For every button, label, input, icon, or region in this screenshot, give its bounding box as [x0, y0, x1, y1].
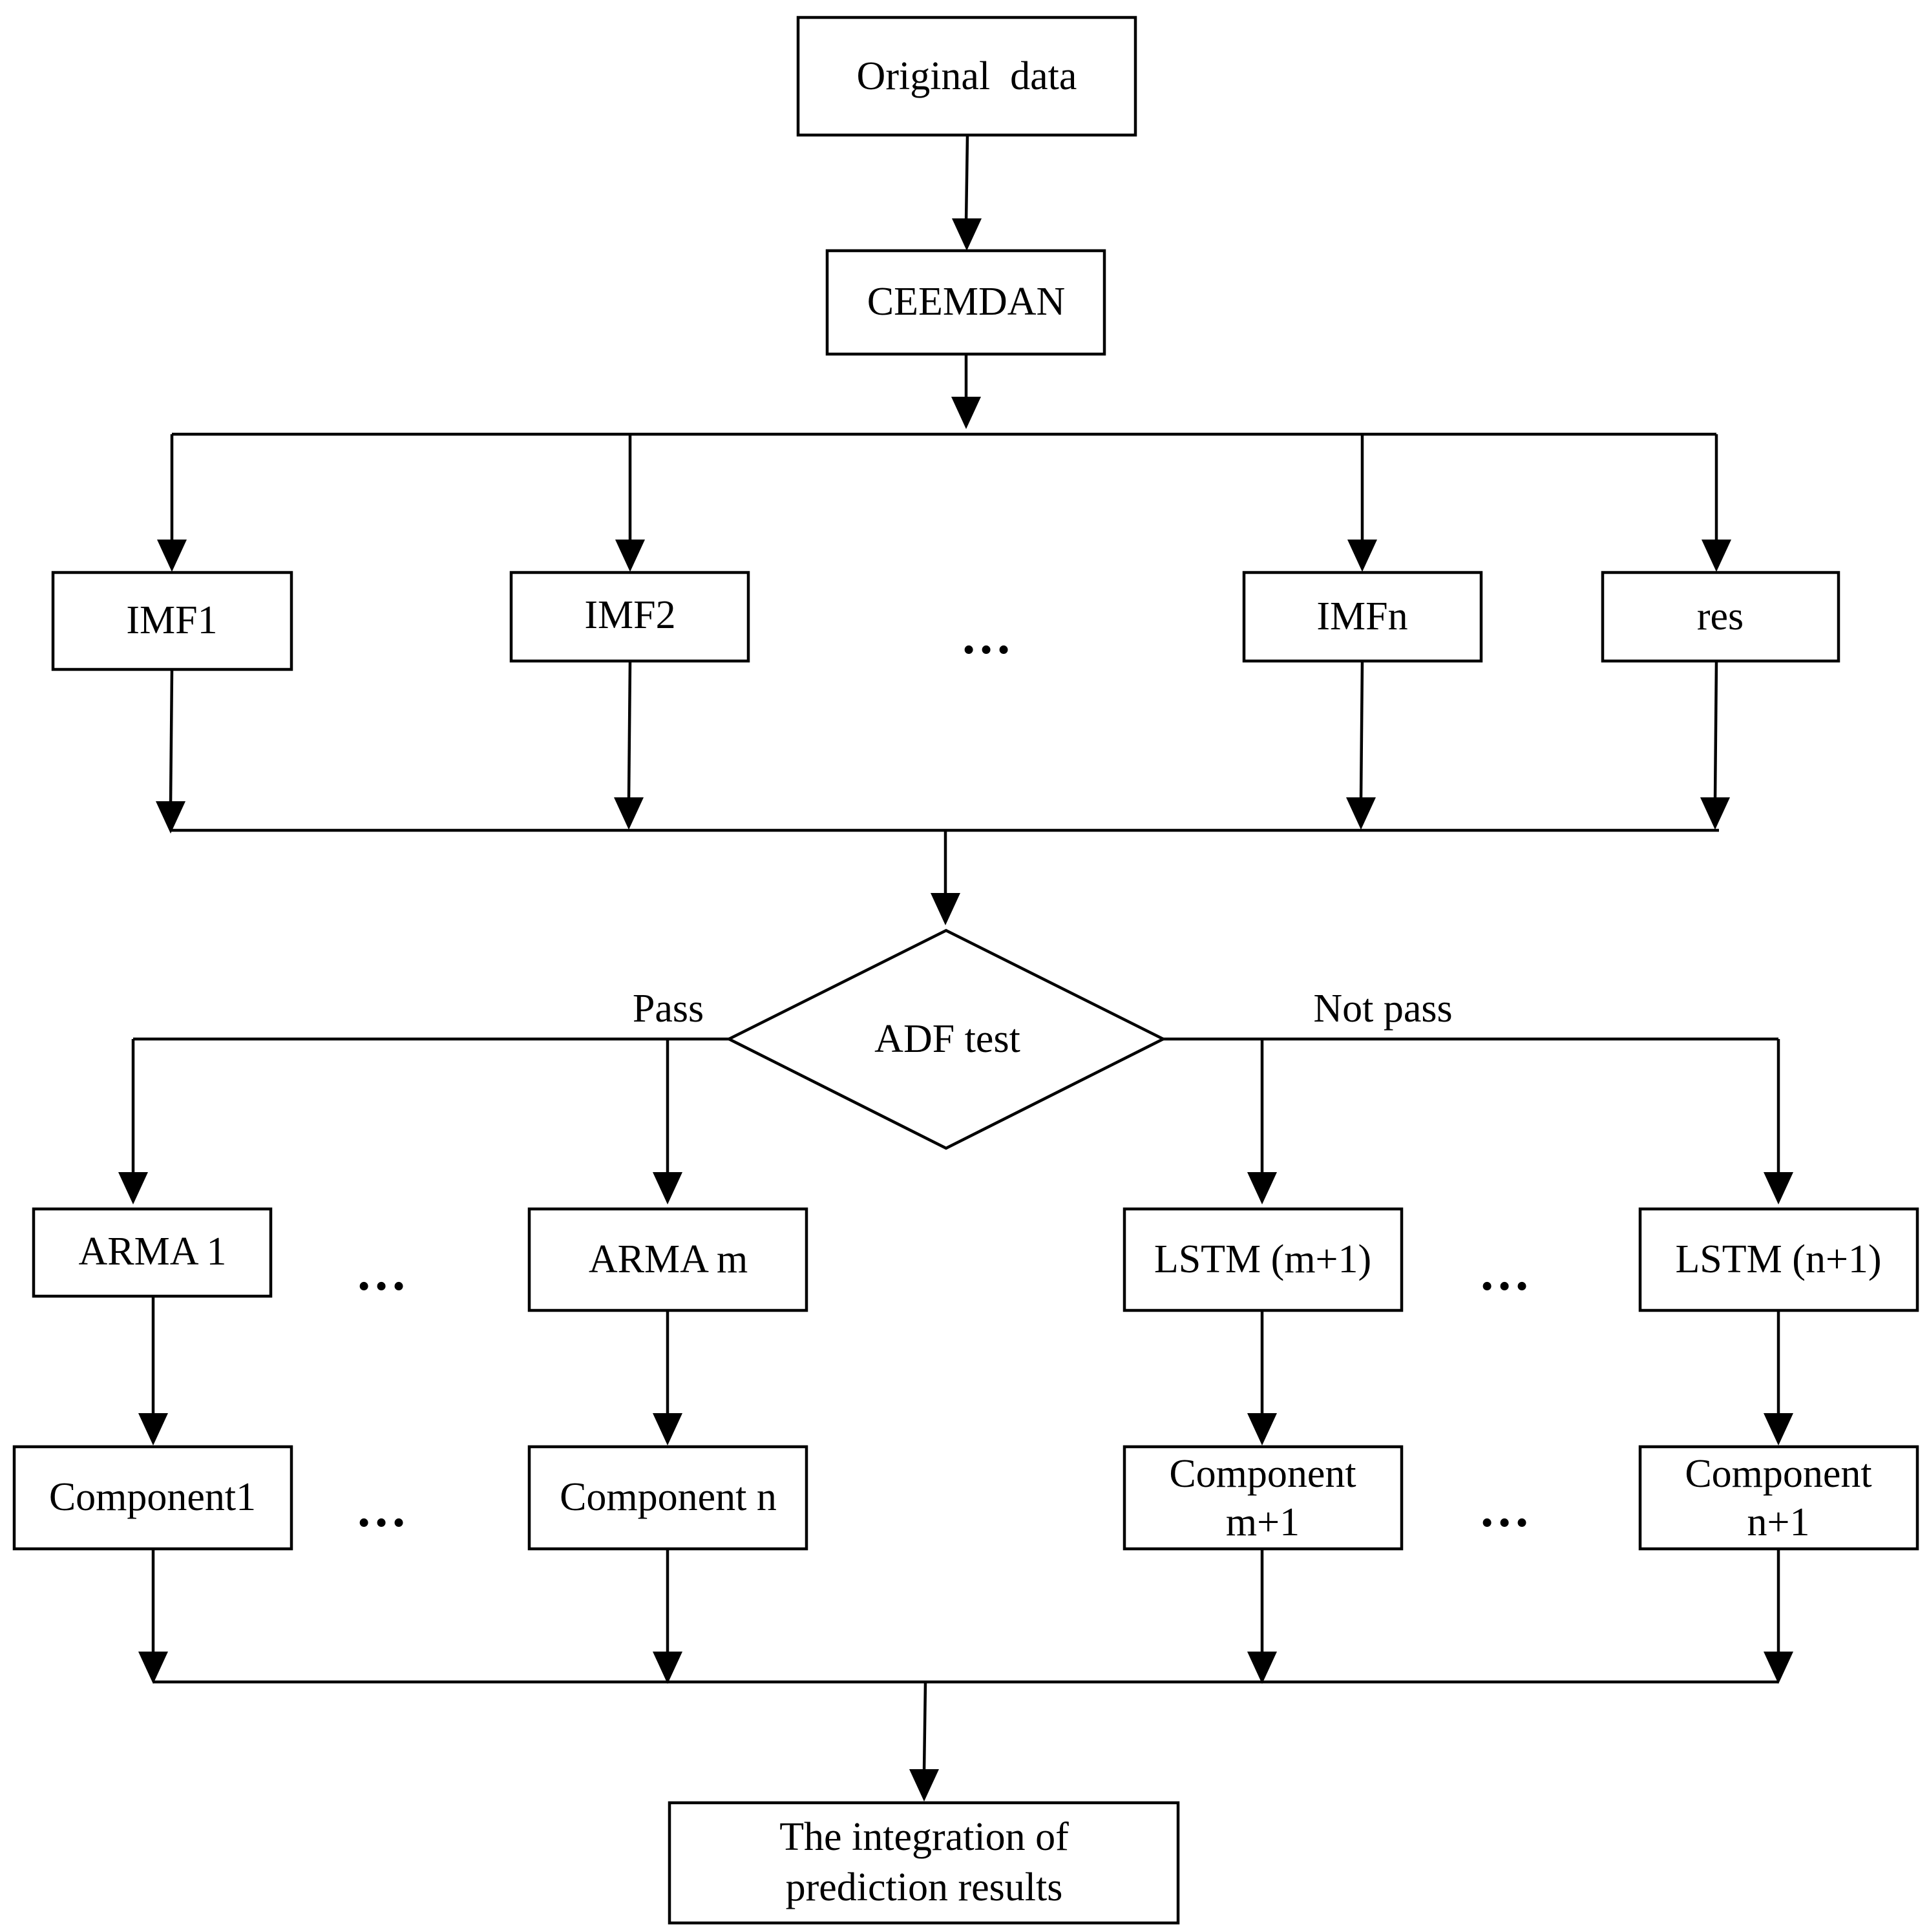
node-label-line1: The integration of [779, 1815, 1069, 1859]
node-imf2: IMF2 [509, 571, 750, 663]
arrowhead [952, 218, 982, 251]
node-component1: Component1 [12, 1445, 293, 1551]
edge-final-to-integration [922, 1681, 927, 1772]
node-label: CEEMDAN [867, 280, 1066, 324]
arrowhead [653, 1172, 682, 1204]
arrowhead [1247, 1413, 1277, 1445]
node-arma-m: ARMA m [527, 1207, 808, 1312]
arrowhead [138, 1652, 168, 1684]
edge-original-to-ceemdan [964, 135, 969, 224]
edge-imf1-to-merge [169, 669, 174, 806]
node-adf-test: ADF test [725, 929, 1167, 1150]
node-imfn: IMFn [1242, 571, 1483, 663]
ellipsis-lstm: … [1479, 1244, 1530, 1301]
node-label: res [1697, 594, 1744, 638]
edge-imfn-to-merge [1359, 660, 1364, 801]
node-label: IMFn [1316, 594, 1407, 638]
arrowhead [156, 801, 185, 834]
not-pass-label: Not pass [1313, 987, 1452, 1031]
arrowhead [909, 1769, 939, 1801]
arrowhead [118, 1172, 148, 1204]
node-component-n: Component n [527, 1445, 808, 1551]
node-label: LSTM (n+1) [1675, 1237, 1881, 1281]
node-label-line1: Component [1685, 1452, 1871, 1496]
arrowhead [1346, 797, 1376, 830]
arrowhead [615, 540, 645, 572]
arrowhead [1764, 1652, 1793, 1684]
connectors [131, 135, 1780, 1772]
node-label: ADF test [874, 1017, 1020, 1061]
arrowhead [1347, 540, 1377, 572]
node-label: ARMA m [589, 1237, 748, 1281]
node-label: IMF2 [584, 593, 675, 637]
arrowhead [951, 397, 981, 429]
node-integration: The integration of prediction results [668, 1801, 1180, 1925]
arrowhead [614, 797, 644, 830]
node-label: LSTM (m+1) [1154, 1237, 1371, 1281]
node-label: Component n [560, 1475, 777, 1519]
node-label: Original data [857, 54, 1077, 98]
arrowhead [1764, 1172, 1793, 1204]
ellipsis-imf: … [960, 608, 1012, 665]
node-res: res [1601, 571, 1840, 663]
node-label: IMF1 [126, 598, 217, 642]
edge-imf2-to-merge [627, 660, 632, 801]
arrowhead [653, 1413, 682, 1445]
arrowhead [138, 1413, 168, 1445]
node-label: ARMA 1 [78, 1230, 226, 1274]
node-label-line2: n+1 [1747, 1500, 1810, 1544]
arrowhead [1700, 797, 1730, 830]
node-ceemdan: CEEMDAN [825, 249, 1106, 356]
node-component-n1: Component n+1 [1638, 1445, 1919, 1551]
arrowhead [1247, 1652, 1277, 1684]
ellipsis-arma: … [355, 1244, 407, 1301]
edge-res-to-merge [1713, 660, 1718, 801]
arrowhead [1764, 1413, 1793, 1445]
ellipsis-component-left: … [355, 1481, 407, 1538]
arrowhead [653, 1652, 682, 1684]
arrowheads [118, 218, 1793, 1801]
node-lstm-m1: LSTM (m+1) [1123, 1207, 1404, 1312]
node-label-line2: prediction results [786, 1865, 1063, 1909]
node-label-line1: Component [1169, 1452, 1356, 1496]
node-imf1: IMF1 [51, 571, 293, 671]
node-label: Component1 [49, 1475, 256, 1519]
arrowhead [1702, 540, 1731, 572]
node-original-data: Original data [796, 16, 1137, 137]
node-component-m1: Component m+1 [1123, 1445, 1404, 1551]
node-label-line2: m+1 [1226, 1500, 1300, 1544]
arrowhead [1247, 1172, 1277, 1204]
node-arma1: ARMA 1 [32, 1207, 273, 1298]
arrowhead [157, 540, 187, 572]
node-lstm-n1: LSTM (n+1) [1638, 1207, 1919, 1312]
arrowhead [931, 893, 960, 925]
pass-label: Pass [633, 987, 704, 1031]
ellipsis-component-right: … [1479, 1481, 1530, 1538]
